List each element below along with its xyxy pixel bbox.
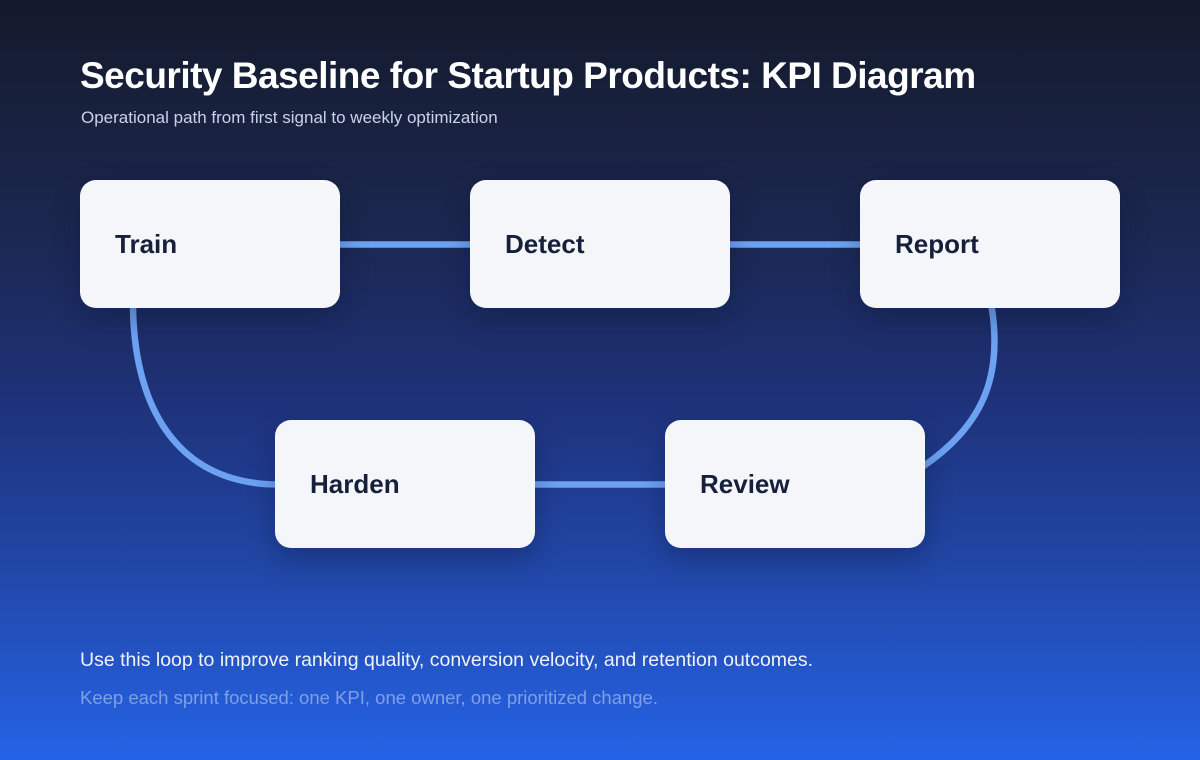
- node-harden-label: Harden: [310, 468, 400, 499]
- node-detect: Detect: [470, 180, 730, 308]
- node-report-label: Report: [895, 228, 979, 259]
- footer-primary-text: Use this loop to improve ranking quality…: [80, 649, 814, 671]
- node-train-label: Train: [115, 228, 178, 259]
- page-subtitle: Operational path from first signal to we…: [81, 108, 498, 127]
- node-review: Review: [665, 420, 925, 548]
- connector-train-harden-curve: [129, 299, 283, 488]
- page-title: Security Baseline for Startup Products: …: [80, 55, 976, 96]
- node-harden: Harden: [275, 420, 535, 548]
- node-review-label: Review: [700, 468, 790, 499]
- node-train: Train: [80, 180, 340, 308]
- node-detect-label: Detect: [505, 228, 585, 259]
- footer-secondary-text: Keep each sprint focused: one KPI, one o…: [80, 687, 658, 708]
- connector-report-review-curve: [918, 299, 998, 471]
- node-report: Report: [860, 180, 1120, 308]
